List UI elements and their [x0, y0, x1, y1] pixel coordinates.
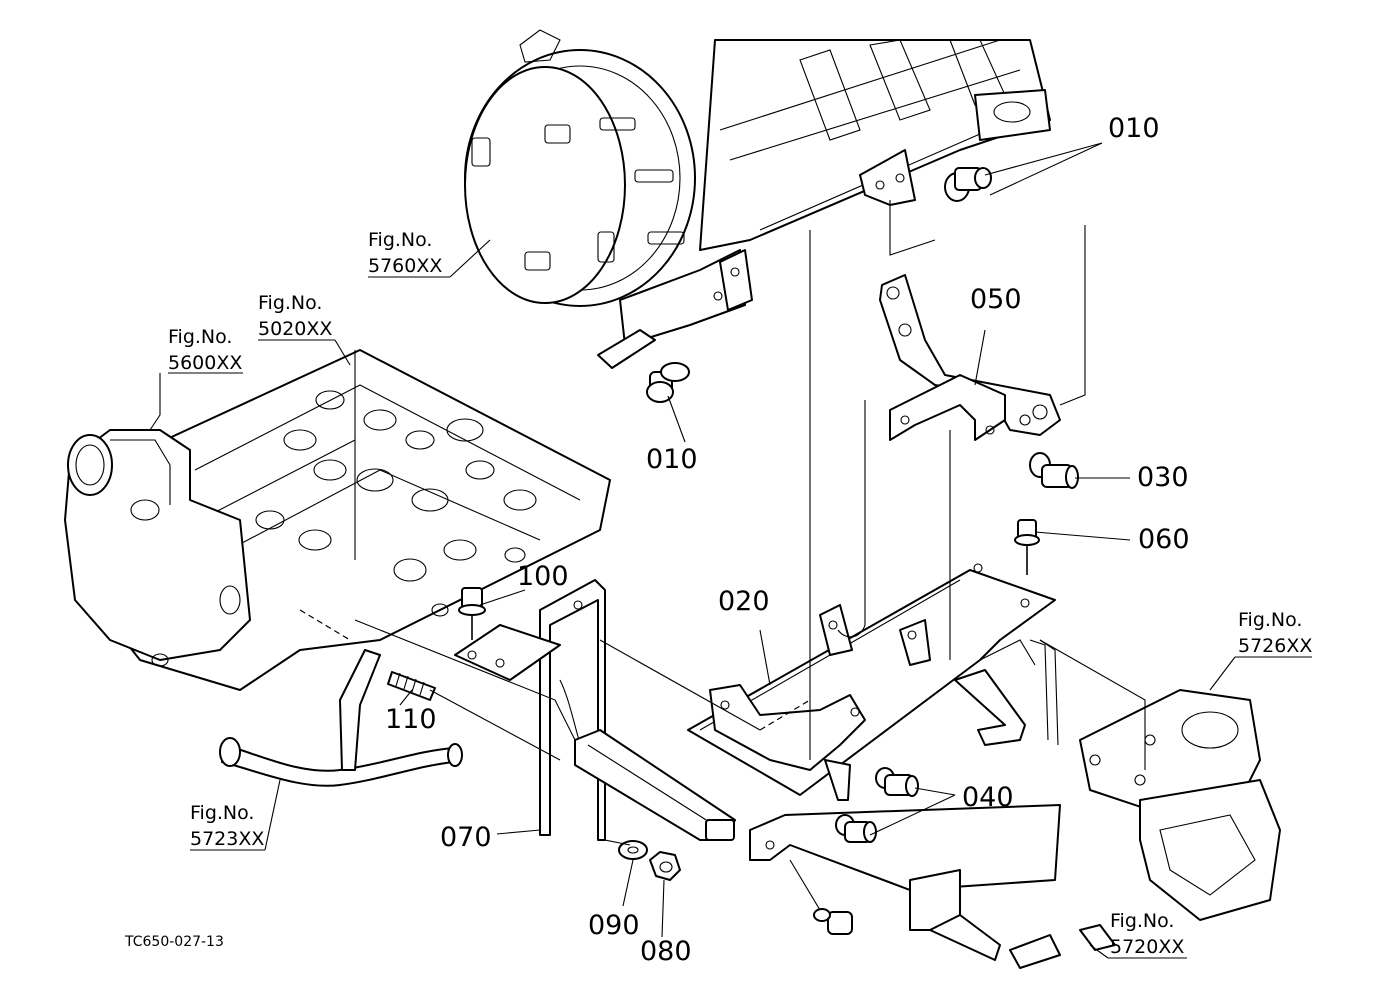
- dpf-muffler-assembly: [464, 29, 1051, 369]
- callout-030: 030: [1137, 462, 1189, 493]
- fig-ref-5723xx-number: 5723XX: [190, 828, 264, 850]
- fig-ref-5020xx-label: Fig.No.: [258, 292, 322, 314]
- fig-ref-5760xx[interactable]: Fig.No. 5760XX: [368, 229, 442, 277]
- callout-040: 040: [962, 782, 1014, 813]
- bolt-010-lower: [646, 362, 690, 403]
- leader-010-top-a: [984, 142, 1103, 176]
- leader-010-left: [667, 395, 686, 443]
- callout-090: 090: [588, 910, 640, 941]
- callouts: 010 010 020 030 040 050 060 070 080 090 …: [385, 113, 1190, 967]
- nut-080: [649, 851, 681, 881]
- fig-ref-5760xx-label: Fig.No.: [368, 229, 432, 251]
- part-050-bracket: [879, 274, 1061, 441]
- leader-050: [974, 329, 986, 386]
- leader-090: [622, 859, 634, 907]
- fig-ref-5600xx-number: 5600XX: [168, 352, 242, 374]
- figure-references: Fig.No. 5760XX Fig.No. 5020XX Fig.No. 56…: [168, 229, 1312, 958]
- water-outlet-housing: [64, 429, 251, 667]
- fig-ref-5020xx-number: 5020XX: [258, 318, 332, 340]
- leader-5600: [149, 373, 161, 431]
- part-020-mounting-plate: [687, 563, 1059, 801]
- fig-ref-5020xx[interactable]: Fig.No. 5020XX: [258, 292, 332, 340]
- fig-ref-5600xx-label: Fig.No.: [168, 326, 232, 348]
- part-070-bracket: [539, 579, 736, 841]
- leader-020: [759, 629, 771, 686]
- fig-ref-5723xx-label: Fig.No.: [190, 802, 254, 824]
- callout-050: 050: [970, 284, 1022, 315]
- bolt-030: [1029, 452, 1079, 489]
- exhaust-flange: [1079, 689, 1281, 921]
- leader-040-b: [869, 794, 956, 836]
- bottom-support-bracket: [749, 804, 1116, 969]
- callout-010-left: 010: [646, 444, 698, 475]
- leader-5726: [1209, 656, 1236, 691]
- fig-ref-5720xx-label: Fig.No.: [1110, 910, 1174, 932]
- leader-5020: [334, 339, 351, 366]
- callout-010-top: 010: [1108, 113, 1160, 144]
- leader-5720: [1089, 944, 1109, 959]
- fig-ref-5723xx[interactable]: Fig.No. 5723XX: [190, 802, 264, 850]
- callout-020: 020: [718, 586, 770, 617]
- part-100-plate: [454, 624, 561, 681]
- leader-070: [496, 829, 541, 835]
- bolt-060: [1014, 519, 1040, 575]
- leader-060: [1034, 531, 1131, 541]
- fig-ref-5726xx-number: 5726XX: [1238, 635, 1312, 657]
- callout-060: 060: [1138, 524, 1190, 555]
- callout-100: 100: [517, 561, 569, 592]
- leader-080: [661, 879, 665, 938]
- leader-5723: [264, 779, 281, 851]
- leader-5760: [449, 239, 491, 278]
- leader-110: [399, 689, 413, 706]
- fig-ref-5726xx-label: Fig.No.: [1238, 609, 1302, 631]
- assembly-lines: [299, 200, 1146, 911]
- fig-ref-5720xx-number: 5720XX: [1110, 936, 1184, 958]
- bolt-040-upper: [875, 767, 919, 797]
- bolt-040-lower: [835, 814, 877, 843]
- fig-ref-5760xx-number: 5760XX: [368, 255, 442, 277]
- leader-010-top-b: [989, 142, 1103, 196]
- leader-100: [479, 589, 526, 606]
- leader-lines: [149, 142, 1312, 959]
- washer-090: [618, 840, 648, 860]
- stud-110: [387, 671, 436, 701]
- bolt-010-upper: [944, 167, 992, 202]
- coolant-hose: [219, 649, 463, 787]
- leader-040-a: [914, 787, 956, 796]
- drawing-code: TC650-027-13: [124, 934, 224, 950]
- callout-070: 070: [440, 822, 492, 853]
- fig-ref-5726xx[interactable]: Fig.No. 5726XX: [1238, 609, 1312, 657]
- fasteners: [387, 167, 1079, 935]
- callout-110: 110: [385, 704, 437, 735]
- bolt-bottom: [813, 908, 853, 935]
- fig-ref-5600xx[interactable]: Fig.No. 5600XX: [168, 326, 242, 374]
- bolt-100: [458, 587, 486, 640]
- fig-ref-5720xx[interactable]: Fig.No. 5720XX: [1110, 910, 1184, 958]
- callout-080: 080: [640, 936, 692, 967]
